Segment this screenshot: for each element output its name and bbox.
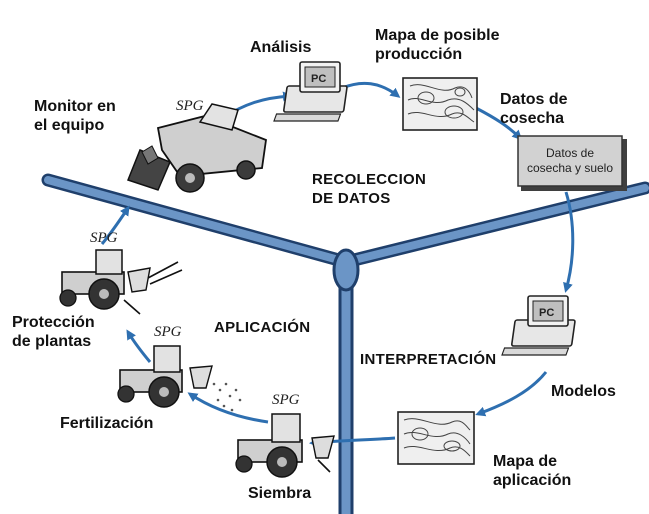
label-analisis: Análisis (250, 39, 312, 56)
label-monitor: Monitor en el equipo (34, 98, 116, 134)
label-modelos: Modelos (551, 383, 616, 400)
arrow-datos-to-modelos (563, 191, 575, 293)
axis-hub (332, 248, 360, 292)
gps-tag-siembra: SPG (272, 392, 300, 408)
pc-modelos-icon: PC (501, 295, 576, 356)
y-axis-structure (41, 173, 649, 514)
pc-screen-label: PC (539, 307, 554, 319)
pc-analisis-icon: PC (273, 61, 348, 122)
section-aplicacion: APLICACIÓN (214, 319, 311, 336)
gps-tag-combine: SPG (176, 98, 204, 114)
gps-tag-proteccion: SPG (90, 230, 118, 246)
data-box-text: Datos de cosecha y suelo (526, 146, 614, 175)
label-proteccion: Protección de plantas (12, 314, 95, 350)
section-recoleccion: RECOLECCION DE DATOS (312, 171, 427, 207)
label-mapa-aplicacion: Mapa de aplicación (493, 453, 572, 489)
tractor-siembra-icon (235, 413, 335, 478)
arrow-mapa-to-datos (475, 106, 523, 141)
label-mapa-produccion: Mapa de posible producción (375, 27, 500, 63)
section-interpretacion: INTERPRETACIÓN (360, 351, 497, 368)
data-box (517, 135, 627, 191)
arrow-proteccion-to-monitor (100, 205, 130, 245)
arrow-analisis-to-mapa (341, 81, 401, 98)
pc-screen-label: PC (311, 73, 326, 85)
gps-tag-fertilizacion: SPG (154, 324, 182, 340)
arrow-modelos-to-mapa-aplicacion (475, 371, 548, 417)
arrow-fertilizacion-to-proteccion (126, 329, 152, 363)
yield-map-icon (402, 77, 478, 131)
tractor-fertilizacion-icon (117, 345, 242, 412)
label-siembra: Siembra (248, 485, 312, 502)
label-datos-cosecha: Datos de cosecha (500, 91, 568, 127)
application-map-icon (397, 411, 475, 465)
arrow-siembra-to-fertilizacion (187, 392, 269, 424)
label-fertilizacion: Fertilización (60, 415, 154, 432)
combine-harvester-icon (127, 103, 267, 193)
tractor-proteccion-icon (59, 249, 183, 315)
